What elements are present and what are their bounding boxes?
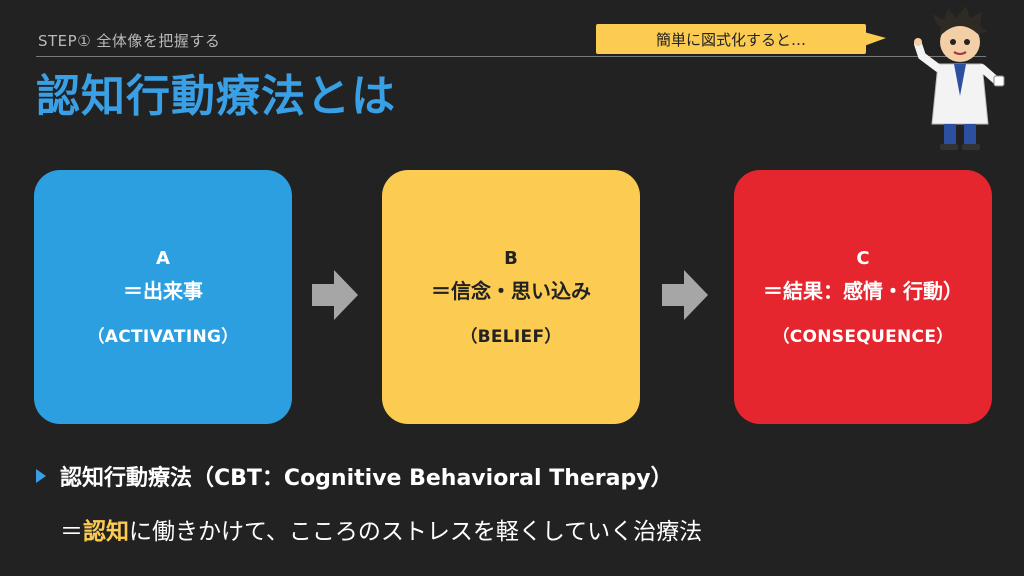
box-english: （BELIEF） xyxy=(460,326,562,347)
step-label: STEP① 全体像を把握する xyxy=(38,32,221,50)
page-title: 認知行動療法とは xyxy=(36,71,396,122)
right-arrow-icon xyxy=(662,270,708,320)
callout-text: 簡単に図式化すると… xyxy=(655,30,806,49)
box-meaning: ＝結果：感情・行動） xyxy=(763,278,963,303)
box-letter: C xyxy=(856,247,870,269)
box-belief: B ＝信念・思い込み （BELIEF） xyxy=(382,170,640,424)
description-highlight: 認知 xyxy=(83,519,129,545)
description-line: ＝認知に働きかけて、こころのストレスを軽くしていく治療法 xyxy=(60,512,702,546)
box-letter: B xyxy=(504,247,518,269)
bullet-line: 認知行動療法（CBT：Cognitive Behavioral Therapy） xyxy=(36,460,673,492)
box-letter: A xyxy=(156,247,170,269)
mascot-doctor-icon xyxy=(914,6,1005,150)
box-consequence: C ＝結果：感情・行動） （CONSEQUENCE） xyxy=(734,170,992,424)
box-meaning: ＝信念・思い込み xyxy=(431,278,591,303)
description-prefix: ＝ xyxy=(60,519,83,545)
bullet-triangle-icon xyxy=(36,469,46,483)
box-english: （CONSEQUENCE） xyxy=(772,326,954,347)
box-meaning: ＝出来事 xyxy=(123,278,203,303)
description-rest: に働きかけて、こころのストレスを軽くしていく治療法 xyxy=(129,519,703,545)
box-english: （ACTIVATING） xyxy=(87,326,239,347)
speech-callout: 簡単に図式化すると… xyxy=(596,24,886,54)
bullet-text: 認知行動療法（CBT：Cognitive Behavioral Therapy） xyxy=(60,466,673,491)
title-divider xyxy=(36,56,986,57)
right-arrow-icon xyxy=(312,270,358,320)
box-activating: A ＝出来事 （ACTIVATING） xyxy=(34,170,292,424)
